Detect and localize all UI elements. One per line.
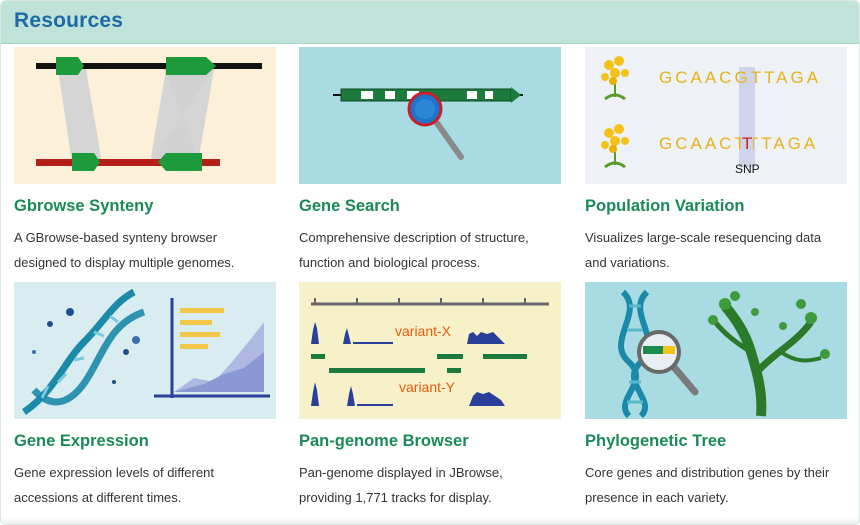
- card-title[interactable]: Gene Search: [299, 197, 400, 215]
- desc-line: designed to display multiple genomes.: [14, 255, 235, 270]
- tree-icon: [708, 291, 830, 417]
- card-gbrowse-synteny[interactable]: Gbrowse Synteny A GBrowse-based synteny …: [14, 47, 276, 277]
- sequence-text: GCAACGTTAGA: [659, 68, 821, 87]
- card-title[interactable]: Population Variation: [585, 197, 745, 215]
- section-header: Resources: [1, 1, 859, 44]
- desc-line: Gene expression levels of different: [14, 465, 214, 480]
- card-title[interactable]: Gbrowse Synteny: [14, 197, 154, 215]
- plant-icon: [601, 56, 629, 101]
- desc-line: Core genes and distribution genes by the…: [585, 465, 830, 480]
- card-description: Core genes and distribution genes by the…: [585, 460, 847, 510]
- desc-line: A GBrowse-based synteny browser: [14, 230, 218, 245]
- snp-label: SNP: [735, 162, 760, 176]
- card-gene-search[interactable]: Gene Search Comprehensive description of…: [299, 47, 561, 277]
- population-variation-image[interactable]: GCAACGTTAGA GCAACTTTAGA T SNP: [585, 47, 847, 184]
- card-gene-expression[interactable]: Gene Expression Gene expression levels o…: [14, 282, 276, 512]
- pan-genome-browser-image[interactable]: variant-X variant-Y: [299, 282, 561, 419]
- panel-bottom-shadow: [1, 516, 859, 524]
- gene-expression-image[interactable]: [14, 282, 276, 419]
- card-description: A GBrowse-based synteny browser designed…: [14, 225, 276, 275]
- desc-line: providing 1,771 tracks for display.: [299, 490, 492, 505]
- section-title: Resources: [14, 9, 124, 32]
- card-pan-genome-browser[interactable]: variant-X variant-Y Pan-genome Browser P…: [299, 282, 561, 512]
- card-phylogenetic-tree[interactable]: Phylogenetic Tree Core genes and distrib…: [585, 282, 847, 512]
- card-title[interactable]: Phylogenetic Tree: [585, 432, 727, 450]
- magnifier-icon: [637, 330, 699, 396]
- variant-label: variant-X: [395, 323, 452, 339]
- card-description: Visualizes large-scale resequencing data…: [585, 225, 847, 275]
- plant-icon: [601, 124, 629, 169]
- card-title[interactable]: Gene Expression: [14, 432, 149, 450]
- gene-search-image[interactable]: [299, 47, 561, 184]
- desc-line: Comprehensive description of structure,: [299, 230, 529, 245]
- desc-line: and variations.: [585, 255, 670, 270]
- desc-line: Visualizes large-scale resequencing data: [585, 230, 822, 245]
- gbrowse-synteny-image[interactable]: [14, 47, 276, 184]
- desc-line: function and biological process.: [299, 255, 481, 270]
- card-description: Comprehensive description of structure, …: [299, 225, 561, 275]
- desc-line: Pan-genome displayed in JBrowse,: [299, 465, 503, 480]
- snp-base: T: [742, 134, 752, 153]
- sequence-text: GCAACTTTAGA: [659, 134, 818, 153]
- card-title[interactable]: Pan-genome Browser: [299, 432, 469, 450]
- dna-helix-icon: [21, 288, 146, 415]
- card-population-variation[interactable]: GCAACGTTAGA GCAACTTTAGA T SNP Population…: [585, 47, 847, 277]
- desc-line: accessions at different times.: [14, 490, 182, 505]
- card-description: Gene expression levels of different acce…: [14, 460, 276, 510]
- phylogenetic-tree-image[interactable]: [585, 282, 847, 419]
- desc-line: presence in each variety.: [585, 490, 729, 505]
- variant-label: variant-Y: [399, 379, 456, 395]
- card-description: Pan-genome displayed in JBrowse, providi…: [299, 460, 561, 510]
